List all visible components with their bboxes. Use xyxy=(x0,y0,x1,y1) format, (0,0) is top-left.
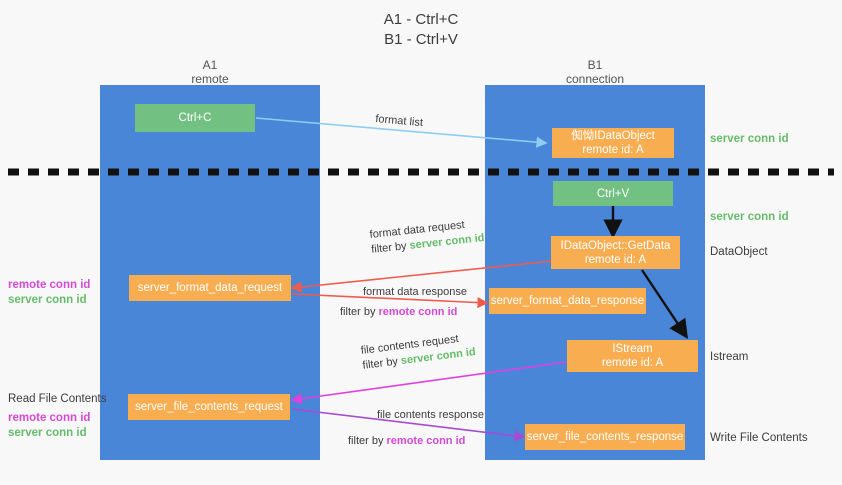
node-server-format-data-response-label: server_format_data_response xyxy=(490,295,645,307)
filter-by-text: filter by xyxy=(370,239,411,256)
node-server-file-contents-response[interactable]: server_file_contents_response xyxy=(525,424,685,450)
node-istream-title: IStream xyxy=(612,343,653,355)
filter-by-text: filter by xyxy=(348,435,387,447)
node-server-format-data-request[interactable]: server_format_data_request xyxy=(129,275,291,301)
column-header-a1-sub: remote xyxy=(191,72,229,86)
filter-by-text: filter by xyxy=(340,306,379,318)
column-header-b1-sub: connection xyxy=(565,72,625,86)
node-idataobject-subtitle: remote id: A xyxy=(582,144,644,156)
page-title: A1 - Ctrl+C B1 - Ctrl+V xyxy=(0,10,842,50)
column-header-b1: B1 connection xyxy=(515,58,675,86)
side-label-group-file: remote conn id server conn id xyxy=(8,411,90,441)
edge-label-file-contents-response-text: file contents response xyxy=(377,409,485,421)
title-line-2: B1 - Ctrl+V xyxy=(384,31,458,48)
side-label-write-file-contents: Write File Contents xyxy=(710,432,808,444)
node-ctrl-v[interactable]: Ctrl+V xyxy=(553,181,673,206)
node-server-format-data-request-label: server_format_data_request xyxy=(137,282,283,294)
node-server-file-contents-request-label: server_file_contents_request xyxy=(135,401,283,413)
node-istream-subtitle: remote id: A xyxy=(601,357,664,369)
side-label-remote-conn-id-2: remote conn id xyxy=(8,412,91,424)
remote-conn-id-text: remote conn id xyxy=(386,435,466,447)
node-server-format-data-response[interactable]: server_format_data_response xyxy=(489,288,646,314)
edge-label-format-data-response: format data response xyxy=(363,285,467,300)
node-idataobject[interactable]: 倁怮IDataObject remote id: A xyxy=(552,128,674,158)
edge-label-format-list-text: format list xyxy=(374,112,424,130)
edge-label-file-contents-response: file contents response xyxy=(377,408,484,423)
remote-conn-id-text: remote conn id xyxy=(378,306,458,318)
title-line-1: A1 - Ctrl+C xyxy=(383,11,459,28)
node-getdata-title: IDataObject::GetData xyxy=(560,239,671,252)
side-label-remote-conn-id-1: remote conn id xyxy=(8,279,91,291)
side-label-server-conn-id-2: server conn id xyxy=(8,427,87,439)
side-label-server-conn-id-mid: server conn id xyxy=(710,211,789,223)
node-server-file-contents-response-label: server_file_contents_response xyxy=(526,431,684,443)
node-server-file-contents-request[interactable]: server_file_contents_request xyxy=(128,394,290,420)
column-header-a1: A1 remote xyxy=(130,58,290,86)
side-label-istream: Istream xyxy=(710,351,749,363)
node-ctrl-c-label: Ctrl+C xyxy=(178,112,212,124)
column-header-b1-name: B1 xyxy=(587,58,603,72)
edge-label-file-contents-response-filter: filter by remote conn id xyxy=(348,434,465,449)
side-label-read-file-contents: Read File Contents xyxy=(8,393,107,405)
side-label-group-format: remote conn id server conn id xyxy=(8,278,90,308)
filter-by-text: filter by xyxy=(361,355,402,372)
node-getdata-subtitle: remote id: A xyxy=(584,253,647,266)
column-header-a1-name: A1 xyxy=(202,58,218,72)
side-label-dataobject: DataObject xyxy=(710,246,768,258)
node-istream[interactable]: IStream remote id: A xyxy=(567,340,698,372)
node-ctrl-c[interactable]: Ctrl+C xyxy=(135,104,255,132)
side-label-server-conn-id-1: server conn id xyxy=(8,294,87,306)
node-ctrl-v-label: Ctrl+V xyxy=(596,187,630,200)
edge-label-format-data-request: format data request filter by server con… xyxy=(369,216,485,258)
node-idataobject-getdata[interactable]: IDataObject::GetData remote id: A xyxy=(551,236,680,269)
edge-label-file-contents-request: file contents request filter by server c… xyxy=(360,330,477,374)
edge-label-format-data-response-filter: filter by remote conn id xyxy=(340,305,457,320)
edge-label-format-list: format list xyxy=(375,112,424,131)
edge-label-format-data-response-text: format data response xyxy=(363,286,467,298)
side-label-server-conn-id-top: server conn id xyxy=(710,133,789,145)
node-idataobject-title: 倁怮IDataObject xyxy=(571,130,655,142)
